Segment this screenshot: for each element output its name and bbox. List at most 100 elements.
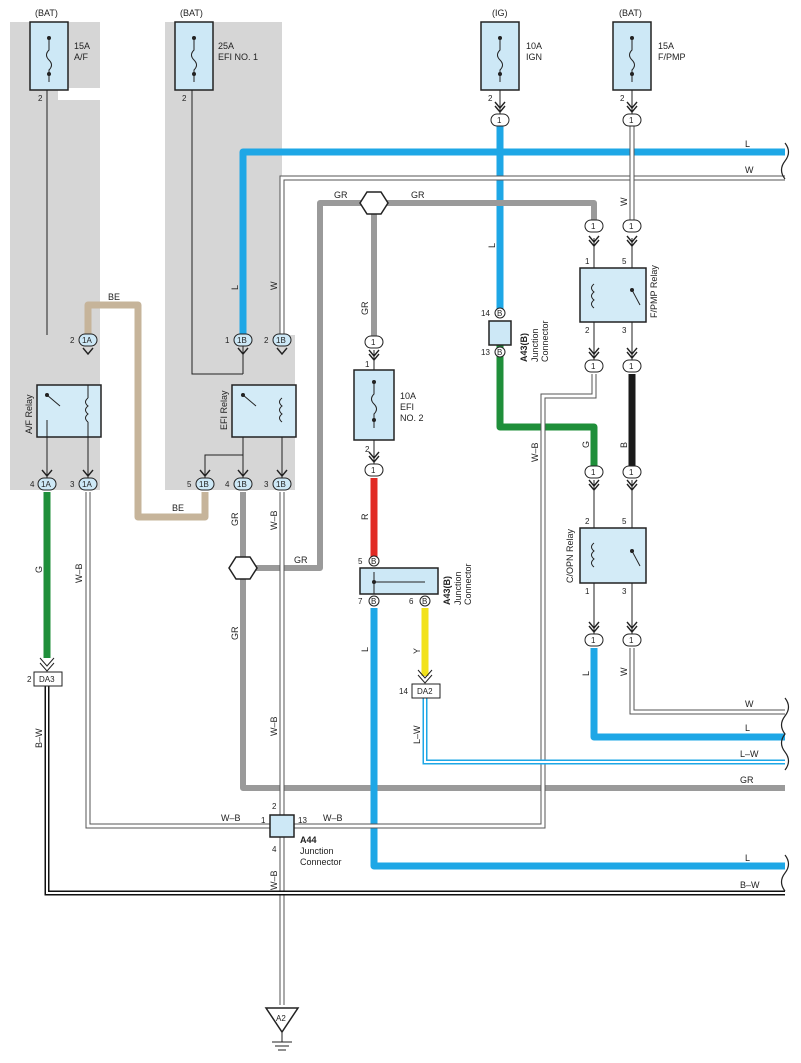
wire-l-bottom xyxy=(370,608,785,870)
wire-break-marks xyxy=(780,142,790,892)
a43-mid-l2: Connector xyxy=(463,563,473,605)
connector-b: B xyxy=(371,597,376,606)
power-ig: (IG) xyxy=(492,8,508,18)
power-bat-1: (BAT) xyxy=(35,8,58,18)
fuse-efi2-amp: 10A xyxy=(400,391,416,401)
wire-label-w: W xyxy=(269,281,279,290)
pin-label: 2 xyxy=(620,94,625,103)
wire-label-lw: L–W xyxy=(740,749,759,759)
connector-b: B xyxy=(371,557,376,566)
pin-label: 1 xyxy=(365,360,370,369)
wire-label-bw: B–W xyxy=(34,728,44,748)
pin-label: 1 xyxy=(585,587,590,596)
wire-label-wb: W–B xyxy=(74,563,84,583)
wire-label-gr: GR xyxy=(230,512,240,526)
wire-label-r: R xyxy=(360,513,370,520)
connector-b: B xyxy=(497,348,502,357)
wire-be xyxy=(84,301,209,521)
connector-1: 1 xyxy=(591,222,596,231)
a43-top-l2: Connector xyxy=(540,320,550,362)
power-bat-2: (BAT) xyxy=(180,8,203,18)
pin-label: 1 xyxy=(585,257,590,266)
pin-label: 2 xyxy=(70,336,75,345)
connector-1: 1 xyxy=(371,338,376,347)
connector-1: 1 xyxy=(629,116,634,125)
fuse-efi1-amp: 25A xyxy=(218,41,234,51)
a43-mid-l1: Junction xyxy=(453,571,463,605)
wire-green-a43 xyxy=(496,344,598,466)
fuse-fpmp-name: F/PMP xyxy=(658,52,686,62)
connector-b: B xyxy=(422,597,427,606)
wire-l-copn xyxy=(590,648,785,741)
wire-label-l: L xyxy=(487,243,497,248)
connector-chevrons xyxy=(41,101,638,634)
fuse-af-amp: 15A xyxy=(74,41,90,51)
pin-label: 14 xyxy=(481,309,490,318)
pin-label: 14 xyxy=(399,687,408,696)
fuse-efi1-name: EFI NO. 1 xyxy=(218,52,258,62)
wire-label-wb: W–B xyxy=(221,813,241,823)
pin-label: 2 xyxy=(27,675,32,684)
fuse-efi2: 10A EFI NO. 2 1 2 xyxy=(353,360,424,454)
ground-a2: A2 xyxy=(264,1007,300,1051)
pin-label: 1 xyxy=(261,816,266,825)
wire-label-w: W xyxy=(619,667,629,676)
pin-label: 2 xyxy=(272,802,277,811)
connector-1A: 1A xyxy=(41,480,51,489)
wire-label-gr: GR xyxy=(230,626,240,640)
white-wires xyxy=(44,124,785,1005)
connector-1: 1 xyxy=(629,636,634,645)
pin-label: 2 xyxy=(585,517,590,526)
pin-label: 5 xyxy=(622,517,627,526)
relay-copn-label: C/OPN Relay xyxy=(565,528,575,583)
pin-label: 3 xyxy=(70,480,75,489)
connector-1B: 1B xyxy=(237,480,247,489)
wire-label-wb: W–B xyxy=(269,870,279,890)
connector-da3: DA3 2 xyxy=(27,657,63,687)
wire-label-gr: GR xyxy=(360,301,370,315)
wire-label-wb: W–B xyxy=(269,510,279,530)
splice-points xyxy=(228,191,389,580)
relay-copn: C/OPN Relay 2 5 1 3 xyxy=(565,517,647,596)
wire-label-w: W xyxy=(745,165,754,175)
wire-label-l: L xyxy=(745,139,750,149)
relay-fpmp: F/PMP Relay 1 5 2 3 xyxy=(579,257,659,335)
a43-top-l1: Junction xyxy=(530,328,540,362)
pin-label: 7 xyxy=(358,597,363,606)
wire-label-l: L xyxy=(360,647,370,652)
wire-label-g: G xyxy=(34,566,44,573)
relay-af: A/F Relay xyxy=(24,384,102,438)
pin-label: 13 xyxy=(298,816,307,825)
connector-pills: 1A 2 1B 1 1B 2 1A 4 1A 3 1B 5 1B 4 1B 3 … xyxy=(30,113,642,647)
connector-da2: DA2 14 xyxy=(399,669,441,699)
wire-labels: BE BE L W L W GR GR GR L W G B W–B GR W–… xyxy=(34,139,760,890)
pin-label: 13 xyxy=(481,348,490,357)
wire-label-gr: GR xyxy=(740,775,754,785)
svg-text:DA3: DA3 xyxy=(39,675,55,684)
pin-label: 5 xyxy=(622,257,627,266)
pin-label: 4 xyxy=(272,845,277,854)
pin-label: 4 xyxy=(30,480,35,489)
fuse-efi2-name2: NO. 2 xyxy=(400,413,424,423)
svg-text:A2: A2 xyxy=(276,1014,286,1023)
relay-af-label: A/F Relay xyxy=(24,394,34,434)
junction-a43-top: B B 14 13 A43(B) Junction Connector xyxy=(481,307,550,362)
connector-1B: 1B xyxy=(276,336,286,345)
connector-b: B xyxy=(497,309,502,318)
pin-label: 2 xyxy=(488,94,493,103)
pin-label: 2 xyxy=(38,94,43,103)
wire-label-y: Y xyxy=(412,648,422,654)
connector-1: 1 xyxy=(371,466,376,475)
connector-1A: 1A xyxy=(82,480,92,489)
wire-label-be: BE xyxy=(172,503,184,513)
connector-1B: 1B xyxy=(276,480,286,489)
fuse-af: 15A A/F (BAT) 2 xyxy=(29,8,90,103)
fuse-efi2-name: EFI xyxy=(400,402,414,412)
relay-block-background xyxy=(10,22,295,490)
pin-label: 3 xyxy=(264,480,269,489)
wire-label-gr: GR xyxy=(411,190,425,200)
wire-label-lw: L–W xyxy=(412,725,422,744)
wire-label-wb: W–B xyxy=(269,716,279,736)
wires xyxy=(43,124,785,870)
